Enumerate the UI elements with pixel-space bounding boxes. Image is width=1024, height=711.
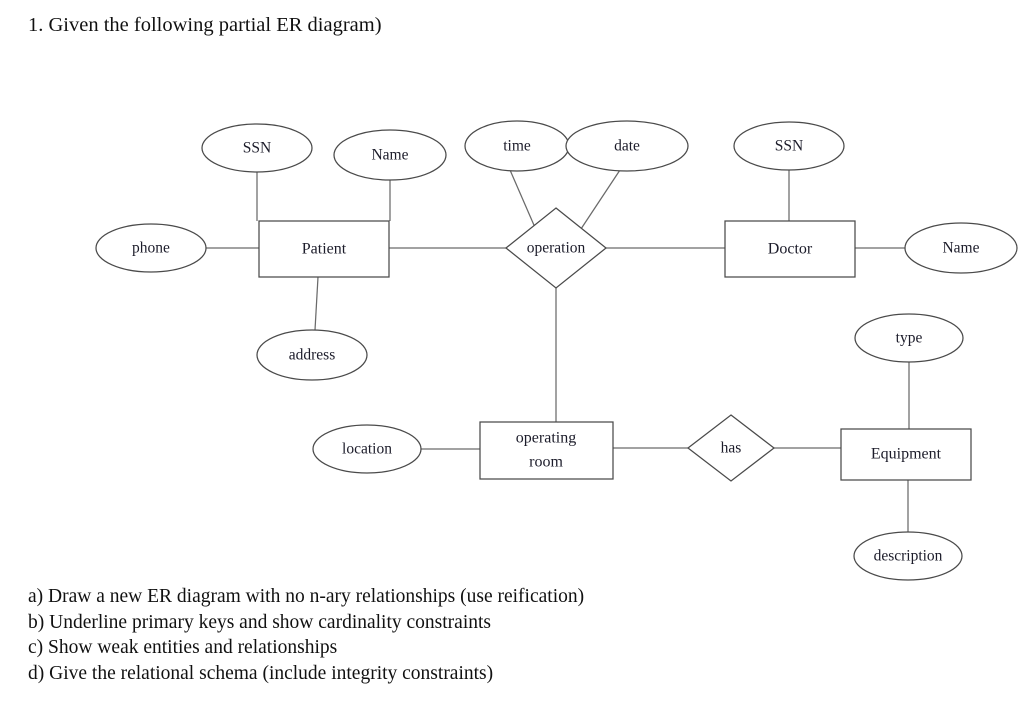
entity-patient[interactable]: Patient (258, 220, 390, 278)
entity-doctor[interactable]: Doctor (724, 220, 856, 278)
attribute-doctor-ssn-ellipse[interactable] (733, 121, 845, 171)
attribute-doctor-ssn-label: SSN (775, 138, 803, 155)
attribute-operation-date[interactable]: date (565, 120, 689, 172)
attribute-doctor-ssn[interactable]: SSN (733, 121, 845, 171)
answer-items-list: a) Draw a new ER diagram with no n-ary r… (28, 584, 988, 686)
relationship-operation-diamond[interactable] (504, 207, 608, 289)
attribute-patient-phone-ellipse[interactable] (95, 223, 207, 273)
entity-doctor-box[interactable] (724, 220, 856, 278)
er-diagram-canvas: Patient Doctor operating room Equipment … (95, 120, 1018, 581)
answer-item-c: c) Show weak entities and relationships (28, 637, 338, 658)
entity-patient-label: Patient (302, 241, 347, 258)
attribute-patient-name-ellipse[interactable] (333, 129, 447, 181)
attribute-patient-name[interactable]: Name (333, 129, 447, 181)
attribute-operation-date-label: date (614, 138, 640, 155)
attribute-equipment-type-ellipse[interactable] (854, 313, 964, 363)
entity-equipment[interactable]: Equipment (840, 428, 972, 481)
entity-operating-room-label-line1: operating (516, 430, 576, 447)
attribute-patient-phone-label: phone (132, 240, 170, 257)
attribute-operation-time-label: time (503, 138, 531, 155)
attribute-patient-address-ellipse[interactable] (256, 329, 368, 381)
attribute-operation-time[interactable]: time (464, 120, 570, 172)
entity-operating-room-label-line2: room (529, 454, 563, 471)
answer-item-b: b) Underline primary keys and show cardi… (28, 611, 492, 633)
attribute-patient-address-label: address (289, 347, 336, 364)
attribute-operation-date-ellipse[interactable] (565, 120, 689, 172)
page-title: 1. Given the following partial ER diagra… (28, 14, 382, 36)
attribute-patient-address[interactable]: address (256, 329, 368, 381)
attribute-doctor-name-ellipse[interactable] (904, 222, 1018, 274)
attribute-patient-name-label: Name (371, 147, 408, 164)
attribute-operating-room-location-ellipse[interactable] (312, 424, 422, 474)
attribute-patient-phone[interactable]: phone (95, 223, 207, 273)
entity-equipment-box[interactable] (840, 428, 972, 481)
attribute-equipment-description-ellipse[interactable] (853, 531, 963, 581)
relationship-has[interactable]: has (686, 414, 776, 482)
attribute-patient-ssn-ellipse[interactable] (201, 123, 313, 173)
attribute-equipment-description[interactable]: description (853, 531, 963, 581)
entity-doctor-label: Doctor (768, 241, 813, 258)
answer-item-d: d) Give the relational schema (include i… (28, 662, 494, 684)
attribute-equipment-type[interactable]: type (854, 313, 964, 363)
relationship-has-diamond[interactable] (686, 414, 776, 482)
entity-operating-room-box[interactable] (479, 421, 614, 480)
entity-patient-box[interactable] (258, 220, 390, 278)
edge-group (206, 169, 910, 532)
attribute-patient-ssn-label: SSN (243, 140, 271, 157)
attribute-equipment-type-label: type (896, 330, 923, 347)
attribute-patient-ssn[interactable]: SSN (201, 123, 313, 173)
attribute-doctor-name[interactable]: Name (904, 222, 1018, 274)
answer-item-a: a) Draw a new ER diagram with no n-ary r… (28, 586, 585, 607)
edge-patient-address (314, 276, 319, 331)
attribute-equipment-description-label: description (874, 548, 943, 565)
relationship-has-label: has (721, 440, 742, 457)
relationship-operation[interactable]: operation (504, 207, 608, 289)
attribute-operating-room-location[interactable]: location (312, 424, 422, 474)
er-diagram: Patient Doctor operating room Equipment … (0, 56, 1024, 584)
relationship-operation-label: operation (527, 240, 586, 257)
attribute-doctor-name-label: Name (942, 240, 979, 257)
attribute-operating-room-location-label: location (342, 441, 392, 458)
entity-operating-room[interactable]: operating room (479, 421, 614, 480)
entity-equipment-label: Equipment (871, 446, 942, 463)
